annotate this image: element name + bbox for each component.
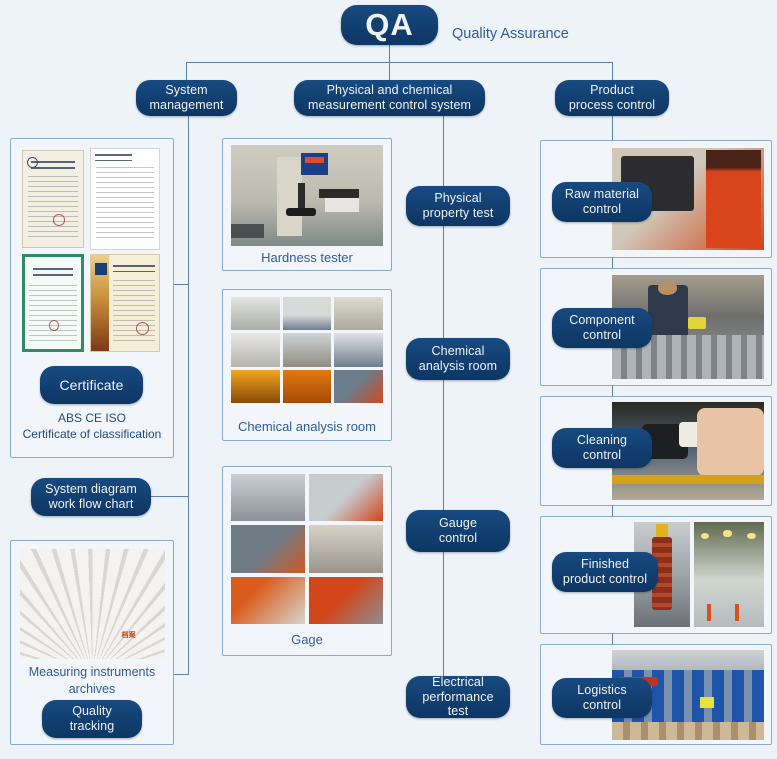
photo-bench-analyzer <box>282 297 332 331</box>
node-raw-material-line2: control <box>582 202 622 216</box>
connector-root-bus <box>186 62 613 63</box>
photo-measuring-archives: 档案 <box>20 549 165 659</box>
connector-bus-to-physical <box>389 62 390 80</box>
node-system-diagram-line1: System diagram <box>45 482 137 497</box>
certificate-photo-3 <box>22 254 84 352</box>
node-gauge-control-line1: Gauge <box>438 516 478 531</box>
node-electrical-performance-test[interactable]: Electrical performance test <box>406 674 510 719</box>
node-logistics-line1: Logistics <box>577 683 627 698</box>
node-component-line2: control <box>582 328 622 342</box>
connector-right-stub-3 <box>612 505 613 519</box>
node-finished-product-line2: product control <box>562 572 648 586</box>
node-raw-material-control[interactable]: Raw material control <box>552 182 652 222</box>
node-system-diagram-workflow[interactable]: System diagram work flow chart <box>31 478 151 516</box>
node-cleaning-line1: Cleaning <box>576 433 628 448</box>
photo-gauge-on-bench <box>231 525 305 573</box>
node-chemical-analysis-room[interactable]: Chemical analysis room <box>406 338 510 380</box>
node-product-process-line1: Product <box>590 83 634 98</box>
certificate-caption-line2: Certificate of classification <box>22 427 162 442</box>
node-chemical-analysis-line2: analysis room <box>418 359 498 373</box>
photo-grid-gage <box>231 474 383 624</box>
certificate-caption: ABS CE ISO Certificate of classification <box>10 410 174 442</box>
photo-operator-at-laptop <box>334 369 383 403</box>
measuring-archives-caption: Measuring instruments archives <box>10 664 174 698</box>
node-gauge-control-line2: control <box>438 531 478 545</box>
connector-right-stub-1 <box>612 258 613 272</box>
photo-orange-furnace-interior <box>231 369 280 403</box>
node-chemical-analysis-line1: Chemical <box>431 344 485 359</box>
photo-cleaning-control <box>612 402 764 500</box>
certificate-photo-2 <box>90 148 160 250</box>
connector-left-stub-archives <box>174 674 189 675</box>
connector-bus-to-product <box>612 62 613 80</box>
photo-worker-measuring-part <box>309 474 383 522</box>
photo-hardness-tester <box>231 145 383 246</box>
node-quality-tracking-line1: Quality <box>72 704 112 719</box>
node-physical-property-line2: property test <box>422 206 494 220</box>
node-product-process-line2: process control <box>568 98 656 112</box>
node-component-control[interactable]: Component control <box>552 308 652 348</box>
node-logistics-line2: control <box>582 698 622 712</box>
photo-component-control <box>612 275 764 379</box>
certificate-caption-line1: ABS CE ISO <box>57 411 127 425</box>
connector-left-stub-certificate <box>174 284 189 285</box>
photo-technician-at-bench <box>282 333 332 367</box>
node-system-management[interactable]: System management <box>136 80 237 116</box>
node-electrical-performance-line2: performance test <box>422 689 494 719</box>
connector-left-spine <box>188 116 189 674</box>
photo-spectrometer-cabinet <box>231 297 280 331</box>
photo-factory-hall-inspection <box>694 522 764 627</box>
connector-right-stub-4 <box>612 633 613 647</box>
node-physical-property-line1: Physical <box>434 191 482 206</box>
node-logistics-control[interactable]: Logistics control <box>552 678 652 718</box>
certificate-photo-4 <box>90 254 160 352</box>
qa-root-caption: Quality Assurance <box>452 26 569 42</box>
node-certificate-label: Certificate <box>59 376 124 393</box>
photo-hand-held-caliper <box>309 525 383 573</box>
node-gauge-control[interactable]: Gauge control <box>406 510 510 552</box>
node-certificate[interactable]: Certificate <box>40 366 143 404</box>
caption-hardness-tester: Hardness tester <box>261 250 353 265</box>
photo-tensile-test-rig <box>334 297 383 331</box>
photo-operator-with-micrometer <box>309 576 383 624</box>
measuring-archives-caption-line1: Measuring instruments <box>28 665 156 679</box>
node-finished-product-line1: Finished <box>580 557 630 572</box>
photo-grid-chemical-analysis <box>231 297 383 403</box>
node-finished-product-control[interactable]: Finished product control <box>552 552 658 592</box>
node-qa-root[interactable]: QA <box>341 5 438 45</box>
caption-gage: Gage <box>291 632 323 647</box>
node-cleaning-control[interactable]: Cleaning control <box>552 428 652 468</box>
node-system-management-line1: System <box>165 83 208 98</box>
connector-right-stub-2 <box>612 385 613 399</box>
node-quality-tracking-line2: tracking <box>69 719 115 733</box>
photo-drying-oven <box>334 333 383 367</box>
node-physical-chemical-line1: Physical and chemical <box>326 83 453 98</box>
photo-height-gauge-measurement <box>231 576 305 624</box>
measuring-archives-caption-line2: archives <box>68 681 116 696</box>
node-physical-property-test[interactable]: Physical property test <box>406 186 510 226</box>
node-electrical-performance-line1: Electrical <box>432 674 484 689</box>
node-physical-chemical-line2: measurement control system <box>307 98 472 112</box>
connector-right-stem <box>612 116 613 140</box>
connector-root-stem <box>389 45 390 62</box>
node-cleaning-line2: control <box>582 448 622 462</box>
node-system-diagram-line2: work flow chart <box>48 497 134 511</box>
photo-sample-crucibles <box>282 369 332 403</box>
connector-middle-spine <box>443 116 444 678</box>
connector-bus-to-system <box>186 62 187 80</box>
node-quality-tracking[interactable]: Quality tracking <box>42 700 142 738</box>
node-qa-root-label: QA <box>365 6 414 42</box>
photo-lab-instrument-white <box>231 333 280 367</box>
node-physical-chemical-system[interactable]: Physical and chemical measurement contro… <box>294 80 485 116</box>
node-component-line1: Component <box>569 313 635 328</box>
connector-left-stub-workflow <box>133 496 189 497</box>
node-product-process-control[interactable]: Product process control <box>555 80 669 116</box>
certificate-photo-1 <box>22 150 84 248</box>
node-system-management-line2: management <box>149 98 224 112</box>
photo-inspection-room-overview <box>231 474 305 522</box>
node-raw-material-line1: Raw material <box>564 187 640 202</box>
caption-chemical-analysis-room: Chemical analysis room <box>238 419 376 434</box>
